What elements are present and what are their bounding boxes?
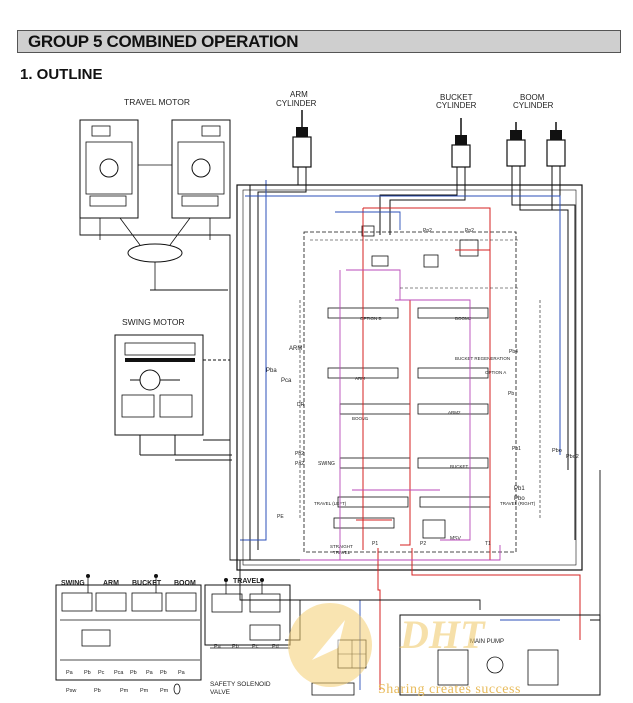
svg-text:Pc: Pc: [252, 644, 259, 650]
arm2-label: ARM2: [448, 410, 461, 415]
svg-text:Pn2: Pn2: [465, 228, 474, 234]
option-b-label: OPTION B: [360, 316, 382, 321]
safety-solenoid-label-2: VALVE: [210, 689, 231, 696]
main-pump-label: MAIN PUMP: [470, 639, 504, 645]
svg-text:Pb: Pb: [84, 670, 91, 676]
bucket-cylinder: BUCKET CYLINDER: [436, 93, 477, 168]
svg-text:T1: T1: [485, 541, 491, 547]
svg-text:Pb1: Pb1: [514, 486, 525, 492]
option-a-label: OPTION A: [485, 370, 506, 375]
travel-motor-label: TRAVEL MOTOR: [124, 97, 190, 107]
regen-label: BUCKET REGENERATION: [455, 356, 510, 361]
svg-text:Pb1: Pb1: [512, 446, 521, 452]
travel-motor-right-box: [171, 119, 231, 219]
svg-text:P1: P1: [372, 541, 378, 547]
svg-text:PE: PE: [277, 514, 284, 520]
svg-text:Pbo: Pbo: [552, 448, 562, 454]
svg-text:Pca: Pca: [281, 378, 292, 384]
arm-cylinder: ARM CYLINDER: [276, 90, 317, 168]
svg-text:Pm: Pm: [140, 688, 149, 694]
arm-cylinder-label-1: ARM: [290, 90, 308, 99]
cylinder-lines: [240, 166, 576, 560]
travel-motor-left-box: [79, 119, 139, 219]
boom-label: BOOM: [174, 580, 196, 587]
watermark-brand: DHT: [399, 612, 486, 657]
svg-text:Pbo: Pbo: [514, 496, 525, 502]
section-title: 1. OUTLINE: [20, 66, 103, 83]
svg-text:Pb: Pb: [94, 688, 101, 694]
travel-left-label: TRAVEL (LEFT): [314, 501, 347, 506]
svg-text:Pb: Pb: [508, 391, 514, 397]
bucket-block-label: BUCKET: [450, 464, 469, 469]
bucket-label: BUCKET: [132, 580, 162, 587]
svg-text:Pba: Pba: [266, 368, 277, 374]
turning-joint: [127, 243, 183, 263]
pilot-dashed-lines: [299, 239, 541, 520]
travel-right-label: TRAVEL (RIGHT): [500, 501, 536, 506]
boom2-label: BOOM2: [455, 316, 472, 321]
swing-label: SWING: [61, 580, 85, 587]
boom-cylinder-label-2: CYLINDER: [513, 101, 554, 110]
arm-block-label: ARM: [355, 376, 365, 381]
svg-text:Pb: Pb: [232, 644, 239, 650]
swing-motor-group: SWING MOTOR: [114, 317, 230, 455]
watermark-text: Sharing creates success: [378, 682, 521, 697]
svg-text:Pn2: Pn2: [423, 228, 432, 234]
svg-text:Pbo2: Pbo2: [566, 454, 579, 460]
svg-text:Pa: Pa: [66, 670, 74, 676]
svg-text:Pa: Pa: [214, 644, 222, 650]
boom-cylinder: BOOM CYLINDER: [506, 93, 566, 167]
svg-text:Pb: Pb: [160, 670, 167, 676]
swing-motor-box: [114, 334, 204, 436]
svg-text:Psw: Psw: [66, 688, 76, 694]
svg-text:P2: P2: [420, 541, 426, 547]
arm-label: ARM: [103, 580, 119, 587]
svg-text:Pm: Pm: [160, 688, 169, 694]
pilot-lines-magenta: [300, 269, 501, 561]
svg-text:Pa: Pa: [146, 670, 154, 676]
safety-solenoid-label-1: SAFETY SOLENOID: [210, 681, 271, 688]
header-bar: GROUP 5 COMBINED OPERATION: [17, 30, 621, 53]
outer-lines: [79, 218, 601, 641]
swing-block-label: SWING: [318, 461, 335, 467]
svg-text:Pa2: Pa2: [295, 461, 304, 467]
straight-travel-label-2: TRAVEL: [333, 550, 351, 555]
svg-text:Pb4: Pb4: [509, 349, 518, 355]
boom-cylinder-label-1: BOOM: [520, 93, 545, 102]
straight-travel-label-1: STRAIGHT: [330, 544, 353, 549]
travel-label: TRAVEL: [233, 578, 261, 585]
travel-motor-group: TRAVEL MOTOR: [79, 97, 231, 290]
bucket-cylinder-label-1: BUCKET: [440, 93, 473, 102]
boom1-label: BOOM1: [352, 416, 369, 421]
svg-text:Pb2: Pb2: [295, 451, 304, 457]
bucket-cylinder-label-2: CYLINDER: [436, 101, 477, 110]
page-title: GROUP 5 COMBINED OPERATION: [28, 32, 299, 51]
dr-label: DR: [297, 402, 305, 408]
arm-cylinder-label-2: CYLINDER: [276, 99, 317, 108]
svg-text:Pb: Pb: [130, 670, 137, 676]
svg-text:Pa: Pa: [178, 670, 186, 676]
svg-text:Pm: Pm: [120, 688, 129, 694]
right-port-labels: Pb4 Pb Pb1 Pbo Pbo2 Pb1 Pbo Pb2 Pa2 Pba …: [266, 228, 579, 547]
svg-text:Pd: Pd: [272, 644, 279, 650]
msv-label: MSV: [450, 536, 462, 542]
swing-motor-label: SWING MOTOR: [122, 317, 185, 327]
watermark-logo: DHT: [288, 603, 486, 687]
svg-text:Pca: Pca: [114, 670, 124, 676]
arm-side-label: ARM: [289, 346, 302, 352]
svg-text:Pc: Pc: [98, 670, 105, 676]
